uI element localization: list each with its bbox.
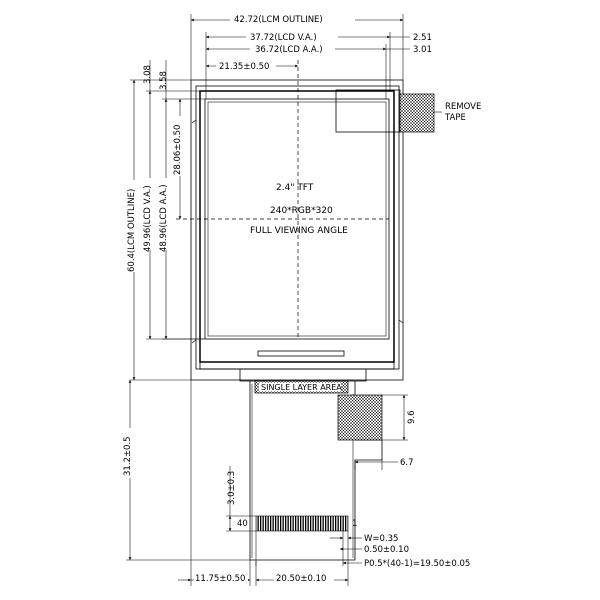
dim-offset-right-aa: 3.01 (413, 45, 432, 55)
dim-stiffener-width: 6.7 (400, 458, 414, 468)
dim-stiffener-height: 9.6 (407, 410, 417, 424)
stiffener-dimensions: 9.6 6.7 (354, 394, 417, 470)
resolution-label: 240*RGB*320 (270, 206, 333, 216)
tape-hatch (399, 93, 435, 133)
lcm-outline (190, 79, 404, 381)
fpc-tail: SINGLE LAYER AREA 40 1 (237, 368, 383, 561)
center-labels: 2.4" TFT 240*RGB*320 FULL VIEWING ANGLE (250, 183, 348, 236)
remove-label: REMOVE (445, 102, 481, 112)
fpc-neck (239, 368, 367, 382)
contact-pins (255, 515, 349, 532)
single-layer-area-label-bg (259, 382, 341, 392)
dim-center-y: 28.06±0.50 (173, 125, 183, 175)
dim-pad-width: 20.50±0.10 (276, 574, 326, 584)
dim-lcd-va-width: 37.72(LCD V.A.) (250, 33, 317, 43)
dim-fpc-left-offset: 11.75±0.50 (195, 574, 245, 584)
bottom-ledge (199, 361, 395, 370)
left-dimensions: 60.4(LCM OUTLINE) 49.96(LCD V.A.) 3.08 4… (122, 60, 256, 561)
lcm-body (176, 60, 404, 381)
top-dimensions: 42.72(LCM OUTLINE) 37.72(LCD V.A.) 2.51 … (190, 13, 432, 99)
pin-1-label: 1 (352, 519, 357, 529)
pin-40-label: 40 (237, 519, 248, 529)
dim-fpc-length: 31.2±0.5 (123, 436, 133, 476)
dim-pin-width: W=0.35 (364, 534, 398, 544)
ic-strip (257, 350, 345, 357)
dim-lcd-va-height: 49.96(LCD V.A.) (143, 185, 153, 252)
side-notch-left (191, 119, 197, 344)
dim-lcm-outline-width: 42.72(LCM OUTLINE) (234, 15, 323, 25)
viewing-angle-label: FULL VIEWING ANGLE (250, 226, 348, 236)
dim-lcd-aa-height: 48.96(LCD A.A.) (159, 184, 169, 252)
display-size-label: 2.4" TFT (276, 183, 314, 193)
stiffener-hatch (337, 394, 383, 441)
dim-offset-top-va: 3.08 (143, 65, 153, 84)
dim-pin-pitch: P0.5*(40-1)=19.50±0.05 (364, 559, 470, 569)
tape-outline (335, 89, 401, 133)
dim-offset-top-aa: 3.58 (159, 71, 169, 90)
tape-label: TAPE (444, 113, 466, 123)
dim-pad-height: 3.0±0.3 (227, 471, 237, 505)
dim-offset-right-va: 2.51 (413, 33, 432, 43)
dim-lcm-outline-height: 60.4(LCM OUTLINE) (127, 189, 137, 272)
remove-tape: REMOVE TAPE (335, 89, 481, 133)
single-layer-label: SINGLE LAYER AREA (261, 383, 342, 392)
side-notch-right (398, 121, 404, 324)
pin-dimensions: W=0.35 0.50±0.10 P0.5*(40-1)=19.50±0.05 (255, 531, 470, 569)
dim-lcd-aa-width: 36.72(LCD A.A.) (255, 45, 323, 55)
dim-pin-gap: 0.50±0.10 (364, 545, 409, 555)
bottom-dimensions: 11.75±0.50 20.50±0.10 (178, 380, 349, 586)
dim-center-x: 21.35±0.50 (219, 62, 269, 72)
